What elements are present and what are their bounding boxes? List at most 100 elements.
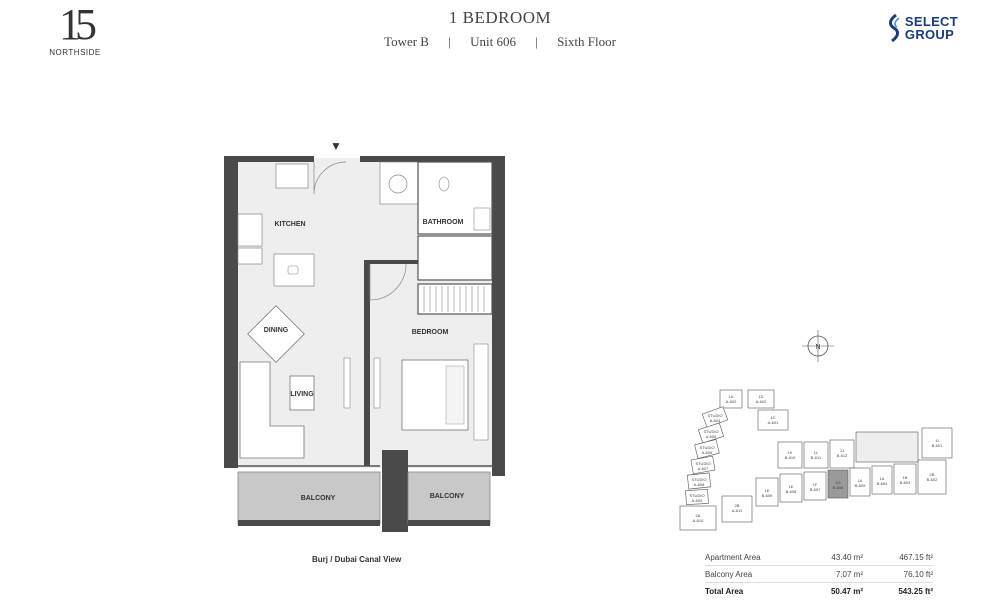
keyplan-unit-studio — [686, 472, 712, 490]
keyplan-unit-id: B-610 — [785, 455, 796, 460]
bedroom-wardrobe — [473, 343, 489, 441]
area-label: Total Area — [705, 586, 744, 596]
keyplan-unit-id: B-601 — [932, 443, 943, 448]
table-row-total: Total Area 50.47 m² 543.25 ft² — [705, 583, 933, 599]
area-imperial: 76.10 ft² — [903, 569, 933, 579]
keyplan-unit-code: 2B — [930, 472, 935, 477]
keyplan-unit-id: A-602 — [756, 399, 767, 404]
keyplan-unit-id: B-603 — [900, 480, 911, 485]
keyplan-unit-id: B-605 — [855, 483, 866, 488]
bedroom-door-swing — [369, 263, 407, 301]
room-label-balcony: BALCONY — [301, 495, 336, 502]
keyplan-unit-code: STUDIO — [699, 445, 714, 450]
keyplan-unit-studio — [697, 422, 725, 444]
keyplan-unit-id: A-606 — [702, 450, 713, 455]
area-metric: 7.07 m² — [835, 569, 863, 579]
keyplan-unit-2b-b602 — [917, 459, 947, 495]
wardrobe — [417, 283, 493, 315]
keyplan-unit-1a-a602 — [719, 389, 743, 409]
keyplan-unit-id: B-604 — [877, 481, 888, 486]
keyplan-unit-1f-b607 — [803, 471, 827, 501]
sink-icon — [287, 265, 299, 275]
keyplan-unit-id: A-605 — [706, 434, 717, 439]
keyplan-core — [855, 431, 919, 463]
keyplan-unit-id: A-610 — [693, 518, 704, 523]
key-plan: 1A A-602 1D A-602 1C A-601 STUDIO A-604 … — [679, 389, 953, 531]
keyplan-unit-code: 1D — [758, 394, 763, 399]
keyplan-unit-1i-b601 — [921, 427, 953, 459]
unit-meta-line: Tower B | Unit 606 | Sixth Floor — [0, 34, 1000, 50]
kitchen-cooktop — [237, 213, 263, 247]
separator: | — [448, 34, 451, 49]
unit-type-title: 1 BEDROOM — [448, 8, 552, 27]
table-row: Apartment Area 43.40 m² 467.15 ft² — [705, 549, 933, 566]
balcony-right — [407, 471, 491, 525]
room-label-balcony: BALCONY — [430, 493, 465, 500]
bedroom-wall-top — [370, 260, 418, 264]
compass-north-label: N — [815, 344, 820, 351]
keyplan-unit-id: B-606 — [833, 485, 844, 490]
keyplan-unit-code: 1L — [814, 450, 819, 455]
keyplan-unit-code: 1J — [840, 448, 844, 453]
keyplan-unit-id: B-608 — [786, 489, 797, 494]
room-label-kitchen: KITCHEN — [274, 221, 305, 228]
keyplan-unit-2a-a610 — [679, 505, 717, 531]
keyplan-unit-code: 1G — [835, 480, 840, 485]
keyplan-unit-code: 2A — [696, 513, 701, 518]
keyplan-unit-1e-b608 — [779, 473, 803, 503]
keyplan-unit-code: STUDIO — [689, 493, 704, 498]
sofa — [239, 361, 305, 459]
keyplan-unit-id: A-604 — [710, 418, 721, 423]
area-label: Apartment Area — [705, 552, 761, 562]
keyplan-unit-id: A-607 — [698, 466, 709, 471]
toilet-icon — [438, 176, 450, 192]
bathroom-sink-icon — [473, 207, 491, 231]
area-label: Balcony Area — [705, 569, 753, 579]
keyplan-unit-code: 2B — [735, 503, 740, 508]
room-label-bedroom: BEDROOM — [412, 329, 449, 336]
balcony-railing — [408, 520, 490, 526]
washing-machine-icon — [388, 174, 408, 194]
keyplan-unit-code: 1F — [813, 482, 818, 487]
logo-subtitle: NORTHSIDE — [49, 48, 101, 57]
keyplan-unit-1c-a601 — [757, 409, 789, 431]
keyplan-unit-code: 1A — [880, 476, 885, 481]
wall-east — [492, 156, 505, 476]
brand-line-2: GROUP — [904, 27, 955, 42]
keyplan-unit-id: B-611 — [811, 455, 822, 460]
room-label-living: LIVING — [290, 391, 314, 398]
wall-west — [224, 156, 238, 468]
entry-marker-icon: ▼ — [330, 139, 342, 153]
keyplan-unit-1a-b605 — [849, 467, 871, 497]
keyplan-unit-1d-a602 — [747, 389, 775, 409]
keyplan-unit-1b-b603 — [893, 463, 917, 495]
pillows — [445, 365, 465, 425]
keyplan-unit-id: A-608 — [694, 482, 705, 487]
keyplan-unit-code: STUDIO — [695, 461, 710, 466]
bedroom-wall — [364, 260, 370, 466]
room-label-dining: DINING — [264, 327, 289, 334]
keyplan-unit-id: B-612 — [837, 453, 848, 458]
bedroom-tv-unit — [373, 357, 381, 409]
coffee-table — [289, 375, 315, 411]
tower-label: Tower B — [384, 34, 429, 49]
keyplan-unit-1e-b609 — [755, 477, 779, 507]
bathroom — [417, 161, 493, 235]
keyplan-unit-code: 1K — [788, 450, 793, 455]
keyplan-unit-id: A-602 — [726, 399, 737, 404]
brand-line-1: SELECT — [904, 14, 958, 29]
tv-unit — [343, 357, 351, 409]
logo-number: 15 — [59, 0, 97, 49]
keyplan-unit-id: A-601 — [768, 420, 779, 425]
keyplan-unit-id: A-609 — [692, 498, 703, 503]
unit-number-label: Unit 606 — [470, 34, 516, 49]
keyplan-unit-id: B-607 — [810, 487, 821, 492]
area-imperial: 467.15 ft² — [899, 552, 933, 562]
keyplan-unit-1a-b604 — [871, 465, 893, 495]
shower-area — [417, 235, 493, 281]
select-group-swirl-icon — [888, 14, 900, 42]
area-imperial: 543.25 ft² — [898, 586, 933, 596]
floor-label: Sixth Floor — [557, 34, 616, 49]
brand-logo-15-northside: 15 NORTHSIDE — [40, 0, 110, 58]
entry-door-swing — [313, 161, 347, 195]
